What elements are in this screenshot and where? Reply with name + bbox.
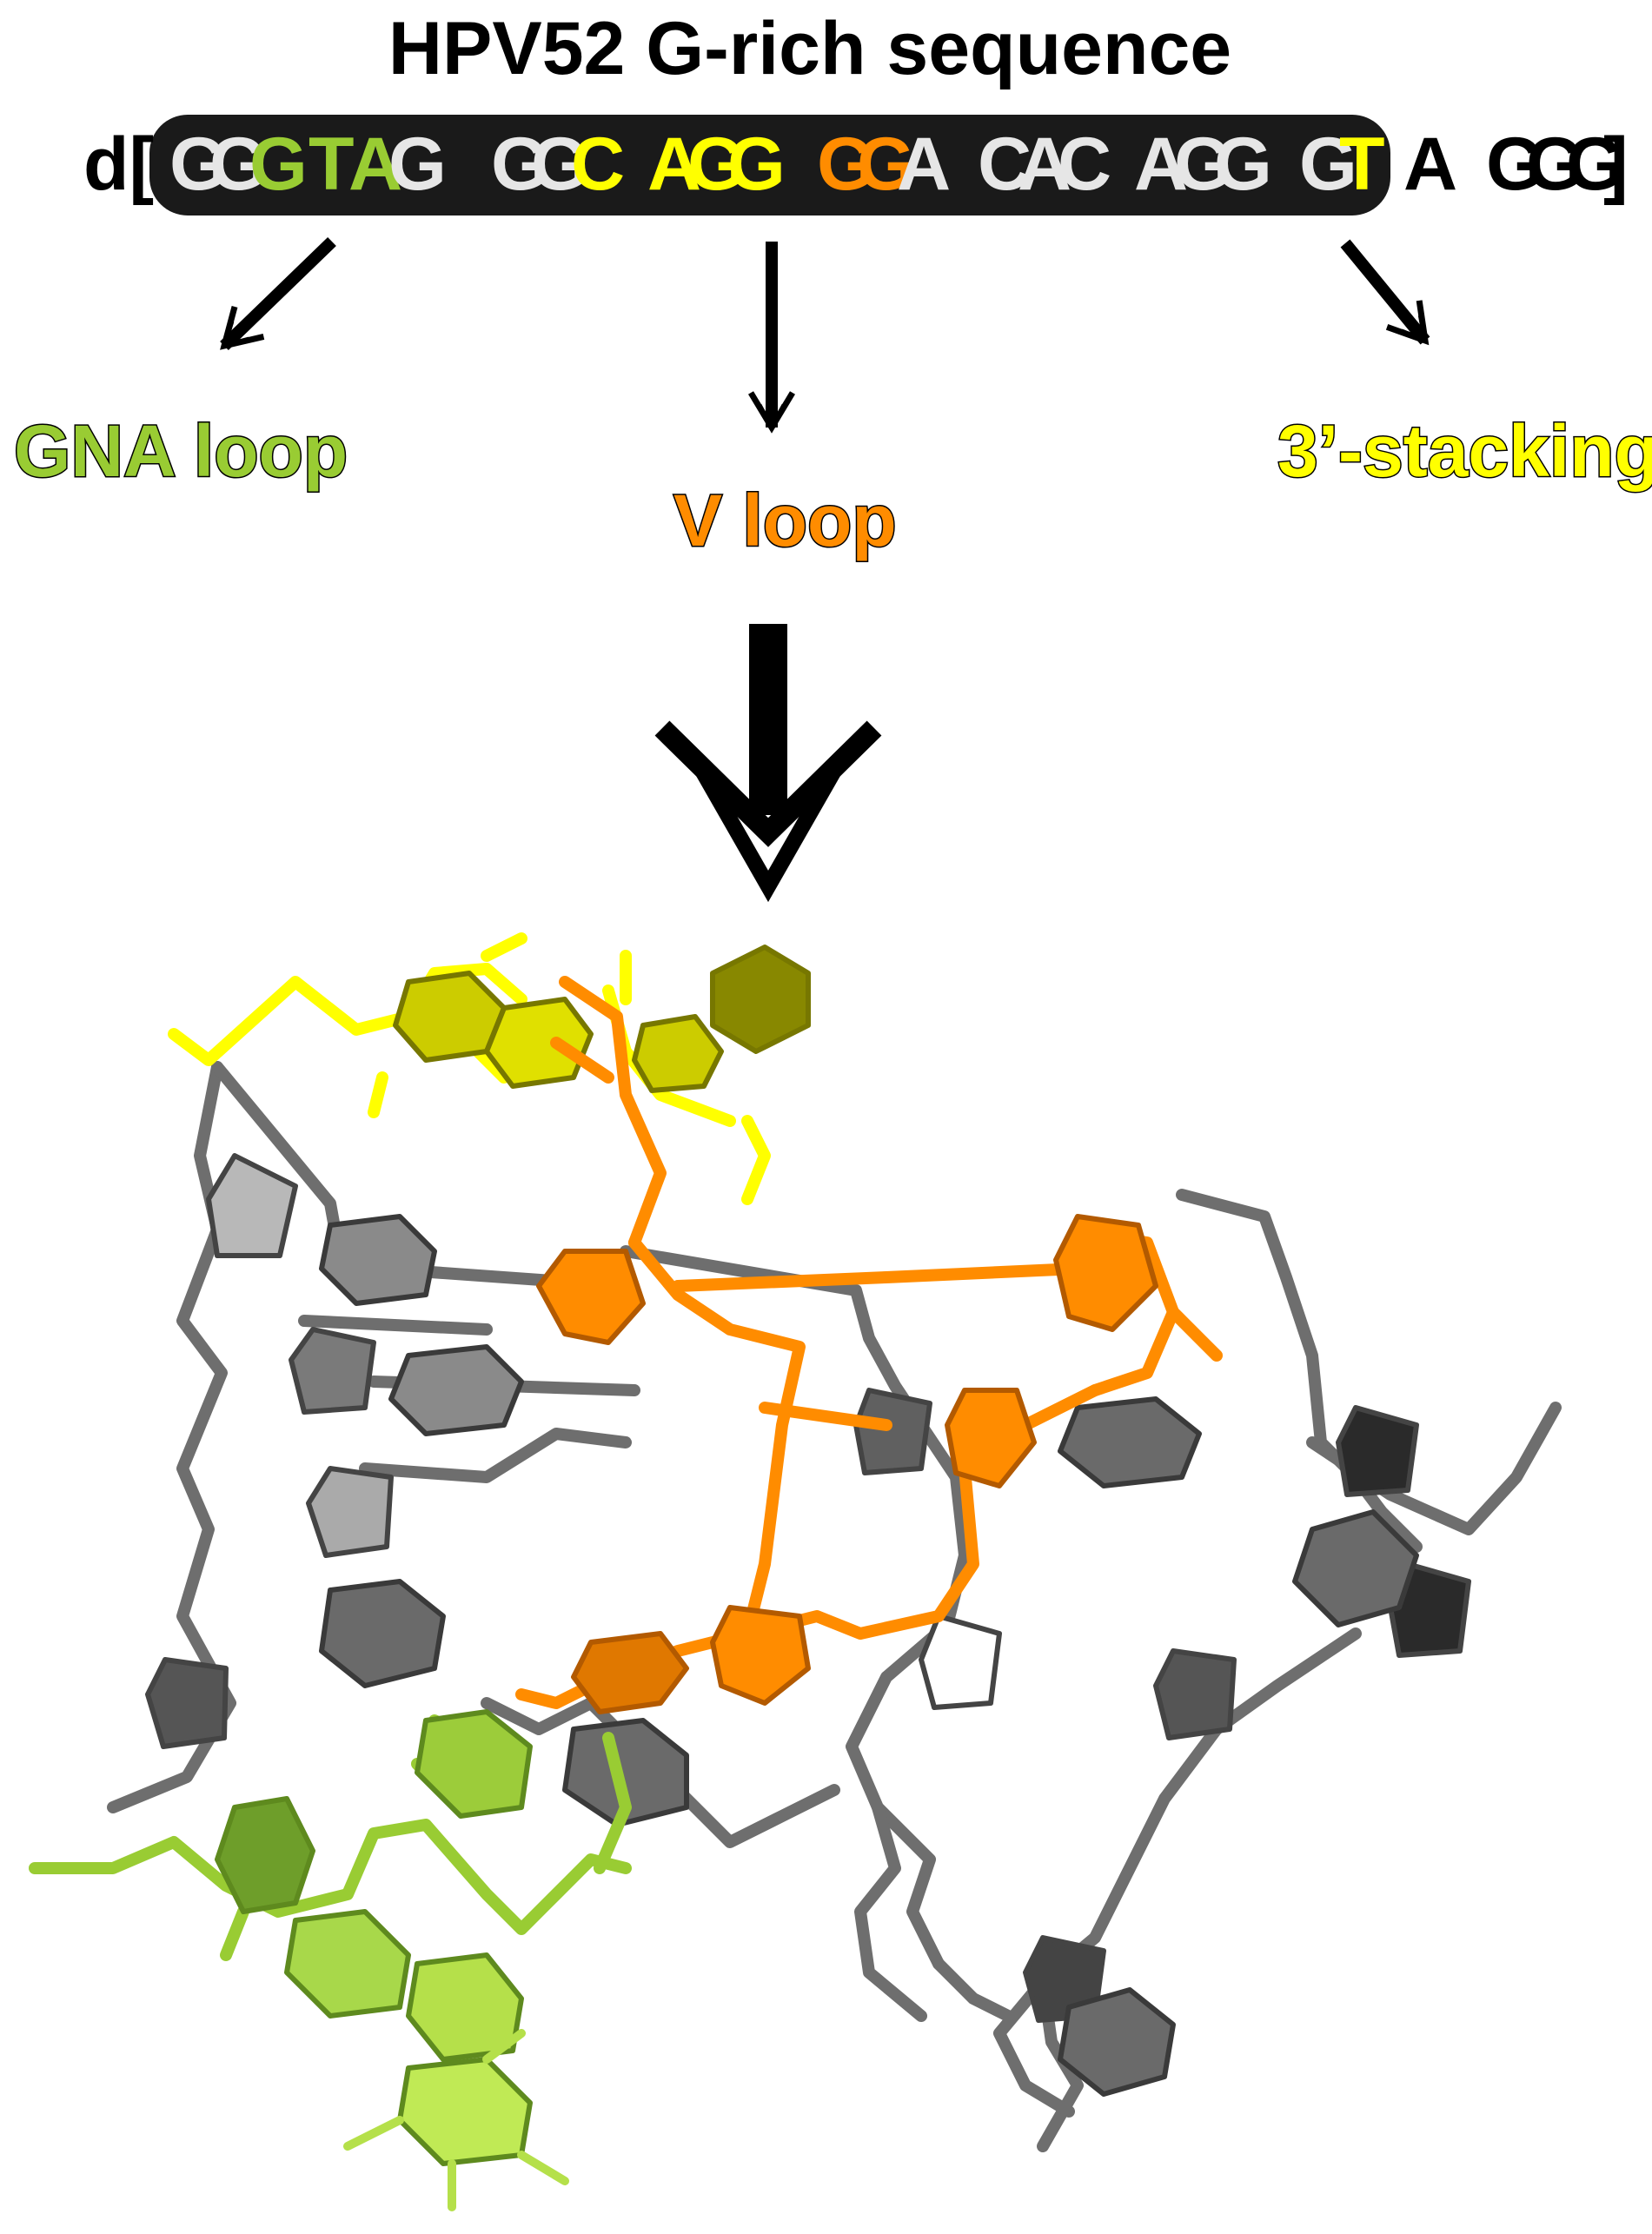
- gna-loop-label: GNA loop: [14, 410, 348, 492]
- sequence-group: GT: [1299, 123, 1385, 206]
- sequence-letter: G: [817, 123, 875, 206]
- sequence-letter: A: [1018, 123, 1071, 206]
- sequence-letter: A: [897, 123, 951, 206]
- sequence-group: GGC: [491, 123, 625, 206]
- sequence-letter: G: [857, 123, 915, 206]
- sequence-letter: G: [1566, 123, 1624, 206]
- sequence-letter: A: [647, 123, 701, 206]
- sequence-letter: G: [531, 123, 589, 206]
- sequence-prefix: d[: [83, 123, 154, 206]
- sequence-letter: G: [1214, 123, 1272, 206]
- sequence-letter: T: [309, 123, 355, 206]
- sequence-letter: A: [1403, 123, 1457, 206]
- sequence-group: GGG: [169, 123, 308, 206]
- sequence-letter: G: [491, 123, 549, 206]
- sequence-group: AGG: [647, 123, 786, 206]
- sequence-letter: G: [169, 123, 228, 206]
- big-down-arrow-icon: [654, 624, 882, 903]
- sequence-letter: G: [727, 123, 786, 206]
- stacking-label: 3’-stacking: [1277, 410, 1652, 492]
- g-quadruplex-structure: [29, 932, 1562, 2211]
- sequence-letter: G: [1526, 123, 1584, 206]
- sequence-highlight-pill: [149, 115, 1390, 215]
- sequence-letter: G: [1299, 123, 1357, 206]
- sequence-group: AGG: [1134, 123, 1272, 206]
- sequence-letter: G: [209, 123, 268, 206]
- sequence-letter: C: [571, 123, 625, 206]
- sequence-group: TAG: [309, 123, 447, 206]
- sequence-group: A: [1403, 123, 1457, 206]
- arrow-right-down-icon: [1340, 239, 1430, 346]
- v-loop-label: V loop: [673, 480, 897, 561]
- sequence-group: CAC: [978, 123, 1111, 206]
- sequence-letter: G: [249, 123, 308, 206]
- sequence-letter: G: [1174, 123, 1232, 206]
- figure-title: HPV52 G-rich sequence: [388, 7, 1231, 90]
- sequence-letter: A: [348, 123, 402, 206]
- sequence-letter: G: [1486, 123, 1544, 206]
- sequence-letter: G: [388, 123, 447, 206]
- sequence-letter: A: [1134, 123, 1188, 206]
- sequence-letter: C: [1058, 123, 1111, 206]
- sequence-letter: C: [978, 123, 1032, 206]
- sequence-suffix: ]: [1603, 123, 1629, 206]
- sequence-group: GGG: [1486, 123, 1624, 206]
- sequence-group: GGA: [817, 123, 951, 206]
- sequence-letter: T: [1339, 123, 1385, 206]
- sequence-letter: G: [687, 123, 746, 206]
- arrow-left-down-icon: [220, 236, 336, 351]
